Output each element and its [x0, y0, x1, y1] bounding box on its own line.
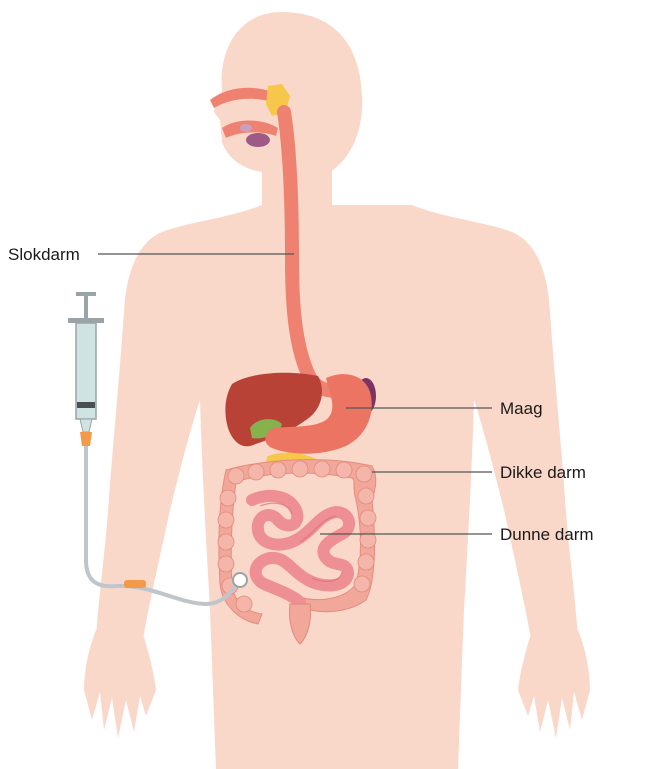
tube-clamp	[124, 580, 146, 588]
stoma-port	[233, 573, 247, 587]
esophagus-label: Slokdarm	[8, 245, 80, 264]
stomach-label: Maag	[500, 399, 543, 418]
torso	[96, 205, 578, 769]
pharynx-tissue	[246, 133, 270, 147]
syringe-connector	[80, 432, 92, 446]
small-intestine-label: Dunne darm	[500, 525, 594, 544]
left-hand	[84, 630, 156, 738]
large-intestine-label: Dikke darm	[500, 463, 586, 482]
right-hand	[518, 630, 590, 738]
syringe-plunger-seal	[77, 402, 95, 408]
syringe-plunger-rod	[84, 296, 88, 318]
tonsil	[240, 124, 252, 132]
syringe-plunger-head	[76, 292, 96, 296]
syringe-tip	[80, 419, 92, 432]
